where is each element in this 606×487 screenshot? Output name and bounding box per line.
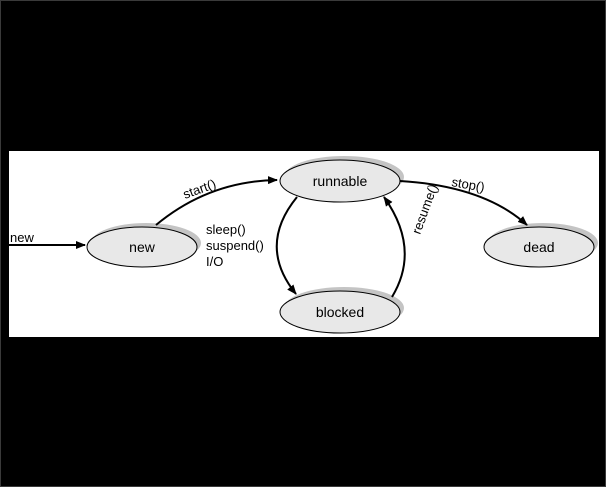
edge-stop-label: stop() <box>450 174 485 195</box>
edge-block-label-2: suspend() <box>206 238 264 253</box>
node-runnable-label: runnable <box>313 173 368 189</box>
edge-entry-label: new <box>10 230 34 245</box>
edge-resume <box>383 196 406 298</box>
edge-resume-label: resume() <box>409 182 441 236</box>
node-runnable <box>279 159 401 203</box>
node-dead <box>483 226 595 268</box>
thread-state-diagram: new runnable blocked dead new start() st… <box>9 156 598 334</box>
edge-block <box>275 196 298 295</box>
node-blocked-label: blocked <box>316 304 364 320</box>
edge-block-label-1: sleep() <box>206 222 246 237</box>
node-blocked <box>279 290 401 334</box>
edge-block-label-3: I/O <box>206 254 223 269</box>
node-new <box>86 226 198 268</box>
node-new-label: new <box>129 239 156 255</box>
node-dead-label: dead <box>523 239 554 255</box>
edge-start <box>155 176 278 226</box>
edge-stop <box>399 180 528 226</box>
diagram-panel: new runnable blocked dead new start() st… <box>9 151 599 337</box>
